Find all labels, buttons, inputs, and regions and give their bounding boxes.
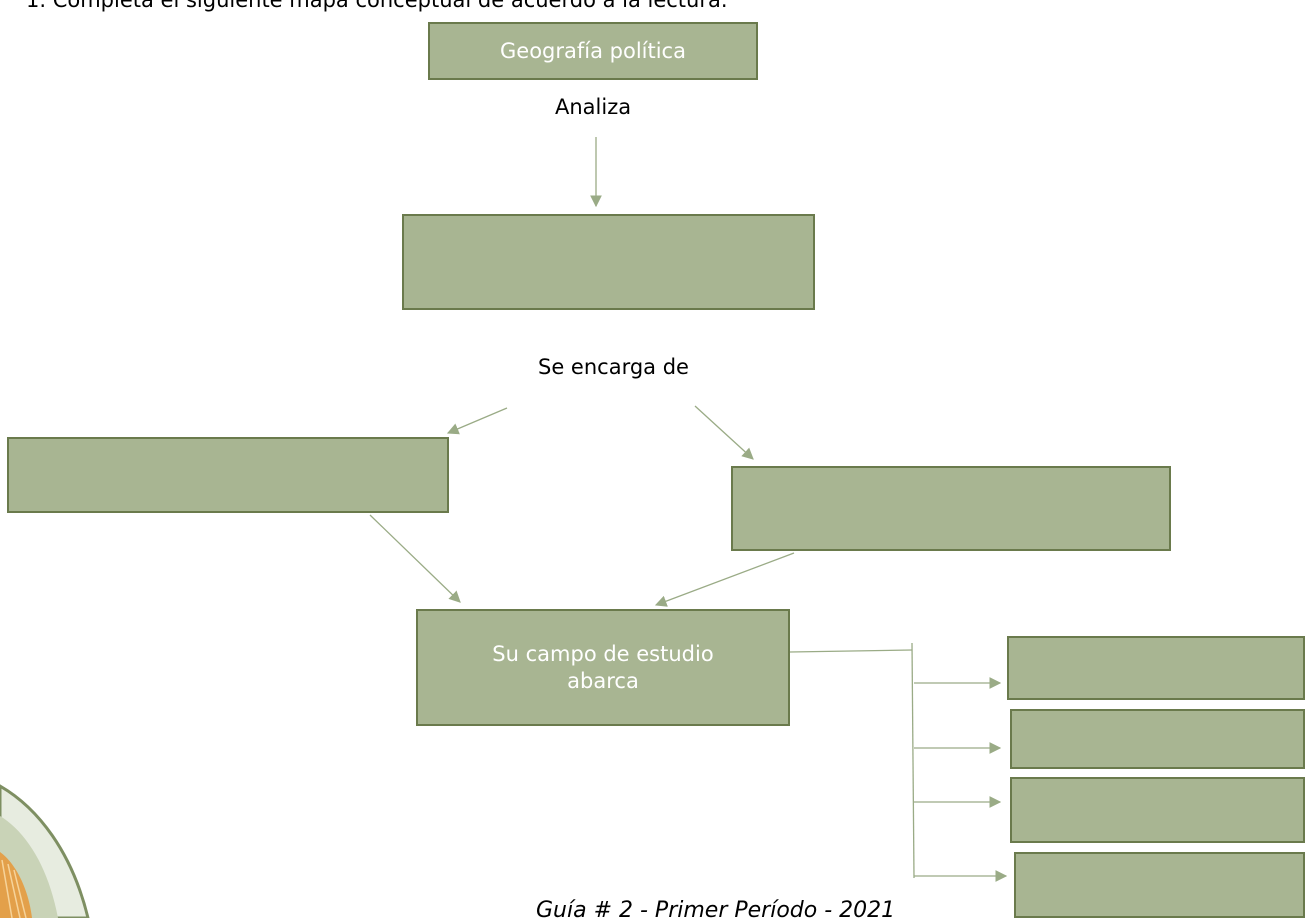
scope-node-2 bbox=[1010, 709, 1305, 769]
arrow-right-task bbox=[694, 405, 754, 460]
link-label-analiza: Analiza bbox=[555, 95, 632, 119]
arrow-left-task bbox=[446, 407, 508, 435]
root-node-geografia-politica: Geografía política bbox=[428, 22, 758, 80]
left-task-node bbox=[7, 437, 449, 513]
footer-text: Guía # 2 - Primer Período - 2021 bbox=[536, 898, 896, 923]
arrow-right-to-campo bbox=[654, 552, 795, 607]
scope-node-3 bbox=[1010, 777, 1305, 843]
campo-de-estudio-node: Su campo de estudio abarca bbox=[416, 609, 790, 726]
arrow-left-to-campo bbox=[369, 514, 461, 603]
line-campo-to-branch bbox=[789, 649, 913, 653]
link-label-se-encarga-de: Se encarga de bbox=[538, 355, 689, 379]
scope-node-1 bbox=[1007, 636, 1305, 700]
branch-vertical-line bbox=[911, 642, 915, 879]
instruction-text: 1. Completa el siguiente mapa conceptual… bbox=[26, 0, 728, 12]
page-corner-decoration bbox=[0, 784, 90, 918]
right-task-node bbox=[731, 466, 1171, 551]
analiza-target-node bbox=[402, 214, 815, 310]
scope-node-4 bbox=[1014, 852, 1305, 918]
